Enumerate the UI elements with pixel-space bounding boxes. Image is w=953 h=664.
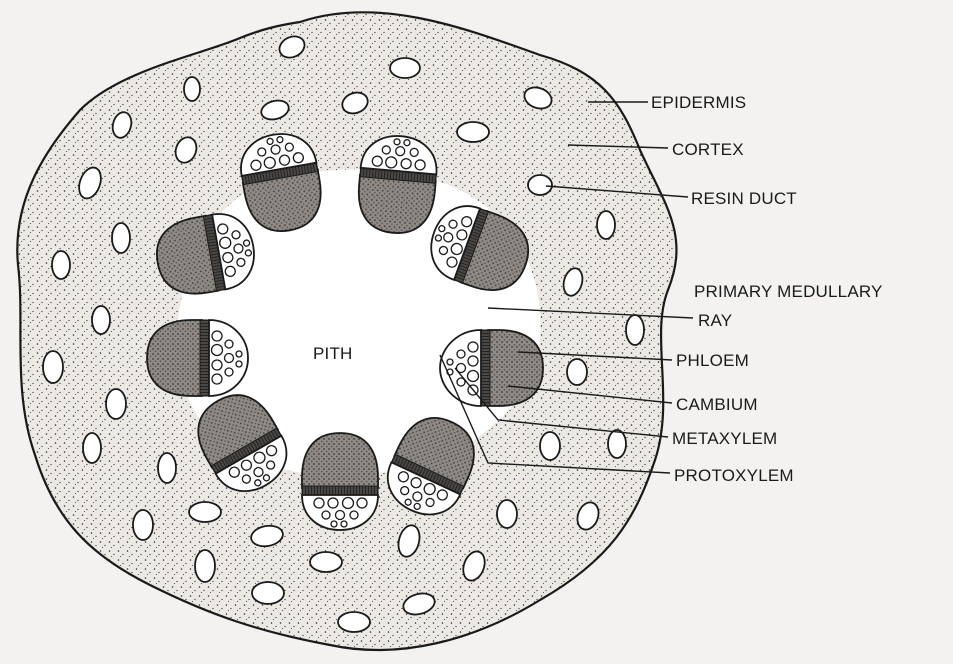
resin-duct-icon <box>189 502 221 522</box>
vascular-bundle <box>147 320 248 396</box>
resin-duct-icon <box>43 351 63 383</box>
label-metaxylem: METAXYLEM <box>672 429 777 448</box>
resin-duct-icon <box>597 211 615 239</box>
label-phloem: PHLOEM <box>676 351 749 370</box>
label-primary-medullary-ray-2: RAY <box>698 311 732 330</box>
resin-duct-icon <box>338 612 370 632</box>
resin-duct-icon <box>83 433 101 463</box>
resin-duct-icon <box>133 510 153 540</box>
resin-duct-icon <box>390 58 420 78</box>
resin-duct-icon <box>106 389 126 419</box>
label-cortex: CORTEX <box>672 140 744 159</box>
label-primary-medullary-ray-1: PRIMARY MEDULLARY <box>694 282 883 301</box>
label-pith: PITH <box>313 344 353 363</box>
resin-duct-icon <box>52 251 70 279</box>
resin-duct-icon <box>567 359 587 385</box>
resin-duct-icon <box>310 552 342 572</box>
resin-duct-icon <box>252 582 284 604</box>
resin-duct-icon <box>112 223 130 253</box>
label-epidermis: EPIDERMIS <box>651 93 746 112</box>
label-protoxylem: PROTOXYLEM <box>674 466 794 485</box>
resin-duct-icon <box>528 175 552 195</box>
resin-duct-icon <box>457 122 489 142</box>
label-resin-duct: RESIN DUCT <box>691 189 797 208</box>
resin-duct-icon <box>497 500 517 528</box>
label-cambium: CAMBIUM <box>676 395 758 414</box>
resin-duct-icon <box>92 306 110 334</box>
resin-duct-icon <box>195 550 215 582</box>
resin-duct-icon <box>608 430 626 458</box>
resin-duct-icon <box>184 77 200 101</box>
vascular-bundle <box>302 433 378 530</box>
resin-duct-icon <box>540 432 560 460</box>
resin-duct-icon <box>158 453 176 483</box>
resin-duct-icon <box>626 315 644 345</box>
